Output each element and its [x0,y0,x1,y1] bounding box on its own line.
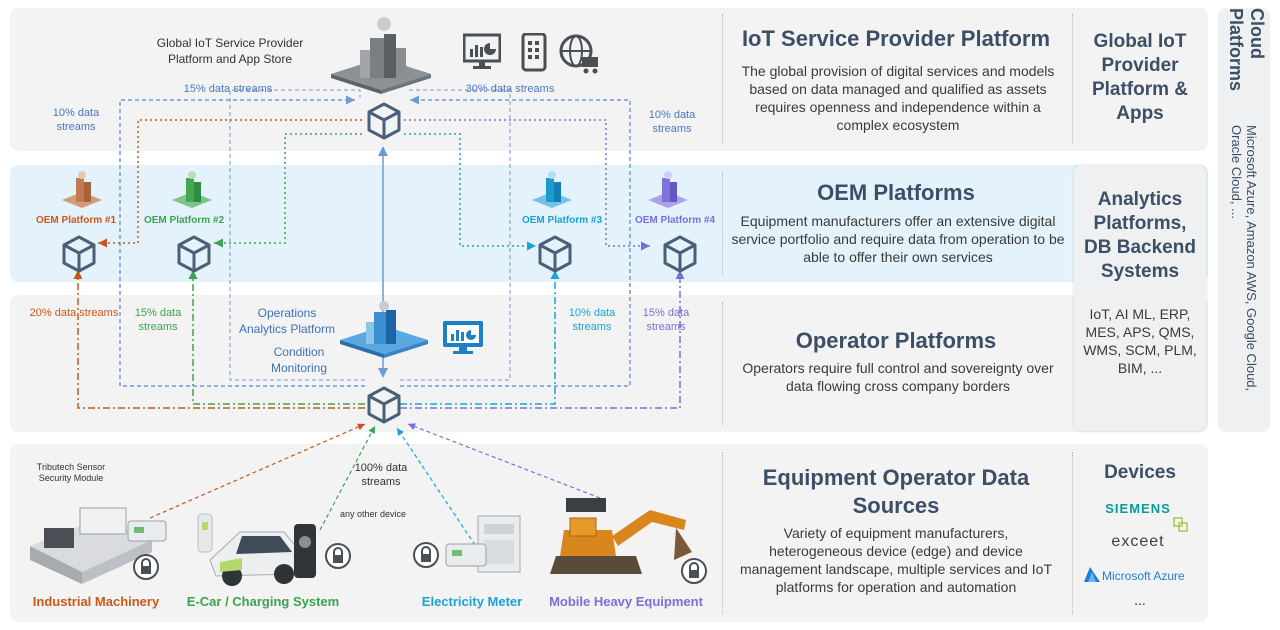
lock-shield-icon [413,542,439,568]
stream-label-10-left: 10% data streams [52,107,100,133]
oem-platform-4-label: OEM Platform #4 [634,215,716,226]
devices-side-title: Devices [1104,462,1176,483]
iot-hub-cube-icon [367,102,401,140]
devices-layer-title: Equipment Operator Data Sources [762,465,1030,518]
charging-device-icon [294,524,316,578]
condition-monitoring-label: Condition Monitoring [270,345,328,375]
globe-cart-icon [559,34,598,74]
siemens-logo-mark-icon [1173,517,1188,532]
oem-platform-1-icon [62,171,102,208]
oem-2-cube-icon [177,235,211,273]
vendor-exceet: exceet [1111,533,1165,550]
iot-layer-title: IoT Service Provider Platform [741,26,1051,51]
oem-3-cube-icon [538,235,572,273]
operator-layer-description: Operators require full control and sover… [742,360,1054,394]
sensor-module-label: Tributech Sensor Security Module [36,462,106,483]
oem-4-cube-icon [663,235,697,273]
iot-layer-description: The global provision of digital services… [741,63,1055,133]
separator [722,452,723,614]
iot-platform-icon [331,17,431,94]
analytics-panel [1074,165,1206,431]
device-label-industrial: Industrial Machinery [32,594,160,609]
oem-platform-4-icon [648,171,688,208]
vendor-azure: Microsoft Azure [1102,569,1185,583]
lock-shield-icon [133,554,159,580]
oem-layer-title: OEM Platforms [817,180,975,205]
industrial-machinery-image [30,507,159,584]
iot-layer-band [10,8,1208,151]
lock-shield-icon [681,558,707,584]
operator-layer-title: Operator Platforms [795,328,997,353]
vendor-siemens: SIEMENS [1105,501,1171,516]
cloud-platforms-text: Cloud Platforms Microsoft Azure, Amazon … [1220,8,1268,432]
e-car-image [197,513,303,586]
separator [722,302,723,426]
stream-label-15-green: 15% data streams [134,307,182,333]
stream-label-10-cyan: 10% data streams [568,307,616,333]
analytics-monitor-icon [443,321,483,354]
cloud-strip [1218,8,1270,432]
vendor-more: ... [1134,592,1146,608]
electricity-meter-image [445,515,521,573]
cloud-title: Cloud Platforms [1226,8,1267,92]
device-label-heavy: Mobile Heavy Equipment [549,594,703,609]
device-label-ecar: E-Car / Charging System [186,594,340,609]
operator-hub-cube-icon [367,386,401,424]
cloud-providers: Microsoft Azure, Amazon AWS, Google Clou… [1229,125,1259,392]
sensor-module-icon [127,520,167,542]
stream-label-15-top: 15% data streams [183,83,273,95]
devices-layer-description: Variety of equipment manufacturers, hete… [739,525,1053,595]
separator [1072,14,1073,144]
separator [722,14,723,144]
mobile-heavy-equipment-image [550,498,692,574]
operations-platform-label: Operations Analytics Platform [238,306,336,336]
tablet-icon [521,33,547,72]
oem-layer-description: Equipment manufacturers offer an extensi… [731,213,1065,265]
operations-platform-icon [340,301,428,358]
separator [1072,452,1073,614]
stream-label-30-top: 30% data streams [465,83,555,95]
iot-side-title: Global IoT Provider Platform & Apps [1091,31,1189,124]
oem-1-cube-icon [62,235,96,273]
azure-logo-icon [1084,567,1100,582]
oem-platform-3-label: OEM Platform #3 [521,215,603,226]
stream-label-20-orange: 20% data streams [29,307,119,319]
oem-platform-3-icon [532,171,572,208]
device-label-meter: Electricity Meter [421,594,523,609]
oem-platform-1-label: OEM Platform #1 [35,215,117,226]
dashboard-monitor-icon [463,33,501,69]
oem-platform-2-label: OEM Platform #2 [143,215,225,226]
other-device-label: any other device [340,509,407,519]
iot-platform-label: Global IoT Service Provider Platform and… [156,36,304,66]
analytics-title: Analytics Platforms, DB Backend Systems [1084,189,1196,282]
lock-shield-icon [325,543,351,569]
operator-layer-band [10,295,1208,432]
stream-label-15-purple: 15% data streams [642,307,690,333]
oem-platform-2-icon [172,171,212,208]
separator [722,172,723,276]
stream-label-100: 100% data streams [354,462,408,488]
analytics-list: IoT, AI ML, ERP, MES, APS, QMS, WMS, SCM… [1083,306,1197,376]
stream-label-10-right: 10% data streams [648,109,696,135]
